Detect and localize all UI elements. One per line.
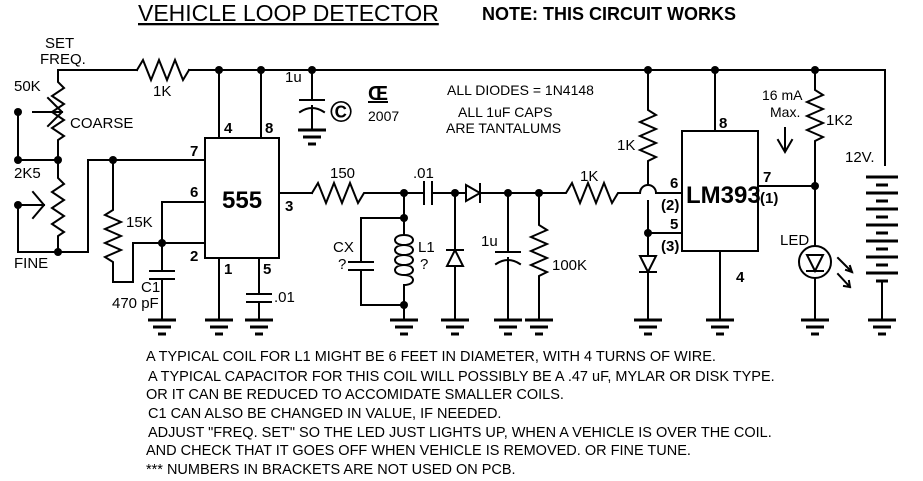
- copyright-mark: ©: [330, 96, 352, 129]
- pin-label: (1): [760, 190, 778, 207]
- caps-note-2: ARE TANTALUMS: [446, 120, 561, 136]
- l1-value: ?: [420, 256, 428, 273]
- capacitor-couple: [423, 181, 456, 205]
- footnote: C1 CAN ALSO BE CHANGED IN VALUE, IF NEED…: [148, 406, 501, 422]
- c-pin5-label: .01: [274, 289, 295, 306]
- capacitor-cx: [348, 192, 405, 319]
- pot-fine-name: FINE: [14, 255, 48, 272]
- pin-label: 6: [670, 175, 678, 192]
- resistor-1k-mid: [539, 180, 641, 206]
- pin-label: 3: [285, 198, 293, 215]
- supply-rail: [188, 69, 886, 166]
- pin-label: 5: [670, 216, 678, 233]
- r-100k-label: 100K: [552, 257, 587, 274]
- pin-label: 8: [265, 120, 273, 137]
- battery-label: 12V.: [845, 149, 874, 166]
- diode-shunt: [445, 247, 465, 267]
- inductor-l1: [394, 233, 414, 287]
- cx-name: CX: [333, 239, 354, 256]
- pin-label: 2: [190, 248, 198, 265]
- pot-coarse-value: 50K: [14, 78, 41, 95]
- footnote: A TYPICAL CAPACITOR FOR THIS COIL WILL P…: [148, 369, 775, 385]
- capacitor-supply: [298, 69, 326, 131]
- footnote: A TYPICAL COIL FOR L1 MIGHT BE 6 FEET IN…: [146, 349, 716, 365]
- battery-12v: [866, 175, 898, 283]
- year-label: 2007: [368, 108, 399, 124]
- capacitor-c1: [149, 242, 175, 319]
- r-1k-ref-label: 1K: [617, 137, 635, 154]
- l1-name: L1: [418, 239, 435, 256]
- capacitor-pin5: [246, 257, 272, 319]
- pot-coarse-name: COARSE: [70, 115, 133, 132]
- pin-label: 7: [190, 143, 198, 160]
- freq-label: FREQ.: [40, 51, 86, 68]
- resistor-1k-ref: [637, 69, 659, 186]
- capacitor-filter: [494, 192, 522, 319]
- c-supply-label: 1u: [285, 69, 302, 86]
- r-1k-mid-label: 1K: [580, 168, 598, 185]
- pin-label: 1: [224, 261, 232, 278]
- pot-fine: [50, 159, 66, 253]
- pot-coarse-wiper: [32, 96, 64, 128]
- pin-label: 7: [763, 169, 771, 186]
- pin-label: (3): [661, 238, 679, 255]
- footnote: ADJUST "FREQ. SET" SO THE LED JUST LIGHT…: [148, 425, 772, 441]
- current-max-label: Max.: [770, 104, 800, 120]
- led-label: LED: [780, 232, 809, 249]
- r-1k2-label: 1K2: [826, 112, 853, 129]
- set-label: SET: [45, 35, 74, 52]
- current-label: 16 mA: [762, 87, 803, 103]
- c-couple-label: .01: [413, 165, 434, 182]
- c1-name: C1: [141, 279, 160, 296]
- resistor-100k: [528, 192, 550, 319]
- note-text: NOTE: THIS CIRCUIT WORKS: [482, 4, 736, 24]
- pin-label: 4: [224, 120, 233, 137]
- resistor-150: [310, 180, 425, 206]
- resistor-1k2: [804, 69, 826, 247]
- pin-label: 6: [190, 184, 198, 201]
- current-arrow-icon: [776, 127, 794, 154]
- diagram-title: VEHICLE LOOP DETECTOR: [138, 0, 439, 26]
- author-mark: Œ: [368, 83, 388, 105]
- pin-label: (2): [661, 197, 679, 214]
- r-150-label: 150: [330, 165, 355, 182]
- diode-series: [465, 183, 483, 203]
- pin-label: 8: [719, 115, 727, 132]
- pot-fine-value: 2K5: [14, 165, 41, 182]
- resistor-15k: [102, 159, 206, 283]
- resistor-1k-top: [135, 57, 191, 83]
- caps-note-1: ALL 1uF CAPS: [458, 104, 552, 120]
- ic-555-label: 555: [222, 187, 262, 214]
- footnote: AND CHECK THAT IT GOES OFF WHEN VEHICLE …: [146, 443, 691, 459]
- diode-ref: [638, 255, 658, 275]
- pin-label: 5: [263, 261, 271, 278]
- cx-value: ?: [338, 256, 346, 273]
- c-filter-label: 1u: [481, 233, 498, 250]
- ic-555: [204, 137, 280, 259]
- c1-value: 470 pF: [112, 295, 159, 312]
- pin-label: 4: [736, 269, 745, 286]
- pot-fine-wiper: [17, 190, 46, 220]
- ic-lm393-label: LM393: [686, 182, 761, 209]
- diodes-note: ALL DIODES = 1N4148: [447, 82, 594, 98]
- led-light-icon: [836, 256, 854, 289]
- r-top-label: 1K: [153, 83, 171, 100]
- ic-lm393: [681, 130, 759, 252]
- wire-crossover: [638, 184, 683, 195]
- r-15k-label: 15K: [126, 214, 153, 231]
- footnote: OR IT CAN BE REDUCED TO ACCOMIDATE SMALL…: [146, 387, 564, 403]
- footnote: *** NUMBERS IN BRACKETS ARE NOT USED ON …: [146, 462, 516, 478]
